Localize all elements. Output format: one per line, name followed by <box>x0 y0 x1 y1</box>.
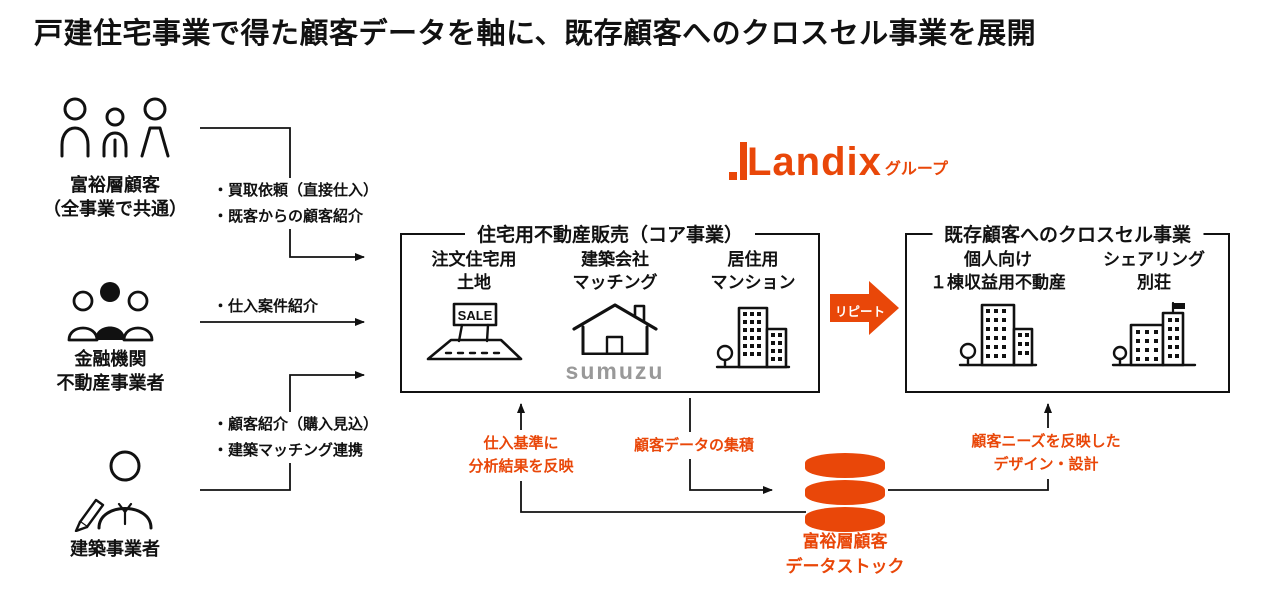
collect-arrow <box>689 398 773 494</box>
note-collect-line1: 顧客データの集積 <box>633 437 755 454</box>
edge-wealthy-line1: ・買取依頼（直接仕入） <box>213 182 379 199</box>
house-icon <box>572 303 658 356</box>
cross-item-sharing-villa: シェアリング 別荘 <box>1085 249 1223 372</box>
landix-logo-text: Landix <box>747 140 882 184</box>
core-item3-line2: マンション <box>710 272 796 292</box>
edge-builder-line2: ・建築マッチング連携 <box>213 441 364 459</box>
sumuzu-brand-logo: sumuzu <box>565 357 665 384</box>
note-feedback: 仕入基準に 分析結果を反映 <box>463 430 579 481</box>
wealthy-customers-icon <box>60 97 170 158</box>
page-title: 戸建住宅事業で得た顧客データを軸に、既存顧客へのクロスセル事業を展開 <box>34 18 1037 50</box>
actor-wealthy-customers: 富裕層顧客 （全事業で共通） <box>35 96 195 222</box>
core-item2-line2: マッチング <box>572 272 658 292</box>
core-item-residential-mansion: 居住用 マンション <box>690 249 816 374</box>
actor-wealthy-label: 富裕層顧客 <box>70 175 160 195</box>
sale-sign-text: SALE <box>458 308 493 323</box>
mansion-building-icon <box>715 306 791 369</box>
landix-logo: Landix グループ <box>729 140 948 182</box>
edge-wealthy-label: ・買取依頼（直接仕入） ・既客からの顧客紹介 <box>210 178 382 229</box>
datastore-label: 富裕層顧客 データストック <box>775 530 915 579</box>
actor-builder-label: 建築事業者 <box>70 539 160 559</box>
actor-wealthy-sublabel: （全事業で共通） <box>43 199 187 220</box>
core-item3-line1: 居住用 <box>727 250 779 269</box>
land-sale-sign-icon: SALE <box>426 302 523 361</box>
finance-group-icon <box>67 282 154 342</box>
actor-finance-realestate: 金融機関 不動産事業者 <box>28 280 193 396</box>
note-needs: 顧客ニーズを反映した デザイン・設計 <box>966 428 1126 479</box>
edge-finance-line1: ・仕入案件紹介 <box>213 298 319 315</box>
cross-item1-line2: １棟収益用不動産 <box>930 272 1066 292</box>
edge-wealthy-line2: ・既客からの顧客紹介 <box>213 207 364 225</box>
core-item2-line1: 建築会社 <box>581 250 649 269</box>
landix-logo-suffix: グループ <box>884 161 948 178</box>
datastore-label-line1: 富裕層顧客 <box>802 532 888 551</box>
income-property-icon <box>958 303 1038 367</box>
cross-item1-line1: 個人向け <box>964 250 1032 269</box>
cross-item-income-property: 個人向け １棟収益用不動産 <box>919 249 1077 372</box>
note-collect: 顧客データの集積 <box>628 432 760 460</box>
note-needs-line2: デザイン・設計 <box>993 456 1099 474</box>
edge-builder-label: ・顧客紹介（購入見込） ・建築マッチング連携 <box>210 412 382 463</box>
core-item1-line2: 土地 <box>457 272 491 292</box>
core-item-matching: 建築会社 マッチング sumuzu <box>544 249 686 383</box>
customer-datastore-icon <box>805 453 885 532</box>
core-box-title: 住宅用不動産販売（コア事業） <box>464 220 756 247</box>
actor-realestate-label: 不動産事業者 <box>56 373 165 394</box>
cross-item2-line1: シェアリング <box>1103 250 1205 269</box>
cross-item2-line2: 別荘 <box>1137 272 1171 292</box>
datastore-label-line2: データストック <box>785 556 905 576</box>
builder-icon <box>74 450 152 533</box>
core-business-box: 住宅用不動産販売（コア事業） 注文住宅用 土地 SALE 建築会社 マッチング <box>400 220 820 393</box>
actor-finance-label: 金融機関 <box>74 349 147 369</box>
landix-logo-mark-icon <box>729 142 747 180</box>
cross-sell-box: 既存顧客へのクロスセル事業 個人向け １棟収益用不動産 シェアリング 別荘 <box>905 220 1230 393</box>
actor-builder: 建築事業者 <box>35 444 195 561</box>
edge-builder-line1: ・顧客紹介（購入見込） <box>213 416 379 433</box>
repeat-arrow <box>830 281 899 335</box>
note-feedback-line2: 分析結果を反映 <box>468 458 574 476</box>
core-item-custom-land: 注文住宅用 土地 SALE <box>408 249 540 368</box>
repeat-arrow-label: リピート <box>834 305 885 319</box>
edge-finance-label: ・仕入案件紹介 <box>210 294 322 320</box>
sharing-villa-icon <box>1111 301 1197 367</box>
note-needs-line1: 顧客ニーズを反映した <box>971 433 1121 450</box>
note-feedback-line1: 仕入基準に <box>483 435 559 452</box>
core-item1-line1: 注文住宅用 <box>431 250 517 269</box>
cross-box-title: 既存顧客へのクロスセル事業 <box>931 220 1204 247</box>
